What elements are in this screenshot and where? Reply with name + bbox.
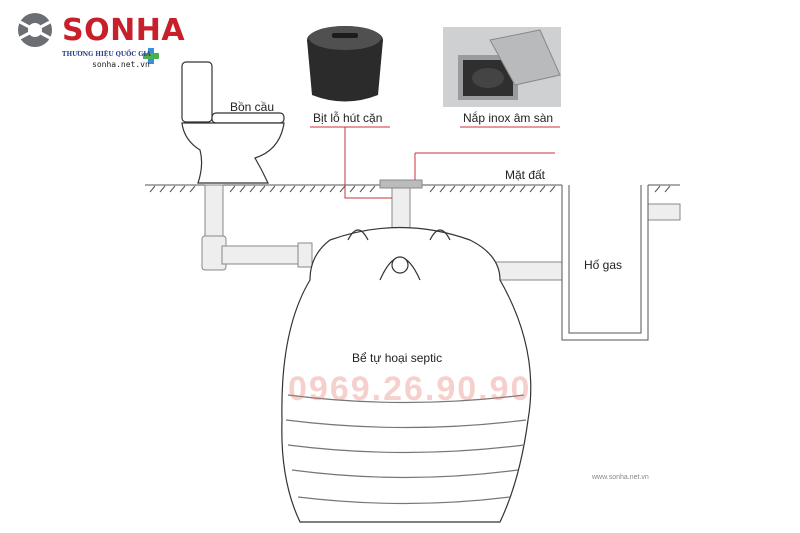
pipes [201,179,681,281]
brand-website: sonha.net.vn [92,60,150,69]
brand-slogan: THƯƠNG HIỆU QUỐC GIA [62,51,151,58]
footer-url: www.sonha.net.vn [592,474,649,481]
national-brand-icon [143,48,159,64]
label-ground: Mặt đất [505,168,546,182]
brand-name: SONHA [62,13,186,48]
sonha-logo-icon [18,13,52,47]
label-floor-lid: Nắp inox âm sàn [463,111,554,125]
label-septic-tank: Bể tự hoại septic [352,351,443,365]
label-toilet: Bồn cầu [230,100,275,114]
callout-lines [310,126,560,199]
septic-tank-drawing [281,226,532,523]
watermark-phone: 0969.26.90.90 [288,370,532,408]
cleanout-cap-photo [307,26,383,102]
label-grease-pit: Hố gas [584,258,623,272]
grease-pit-drawing [561,185,649,341]
label-cleanout-cap: Bịt lỗ hút cặn [313,111,383,125]
inox-lid-photo [443,27,561,107]
toilet-drawing [181,61,285,184]
